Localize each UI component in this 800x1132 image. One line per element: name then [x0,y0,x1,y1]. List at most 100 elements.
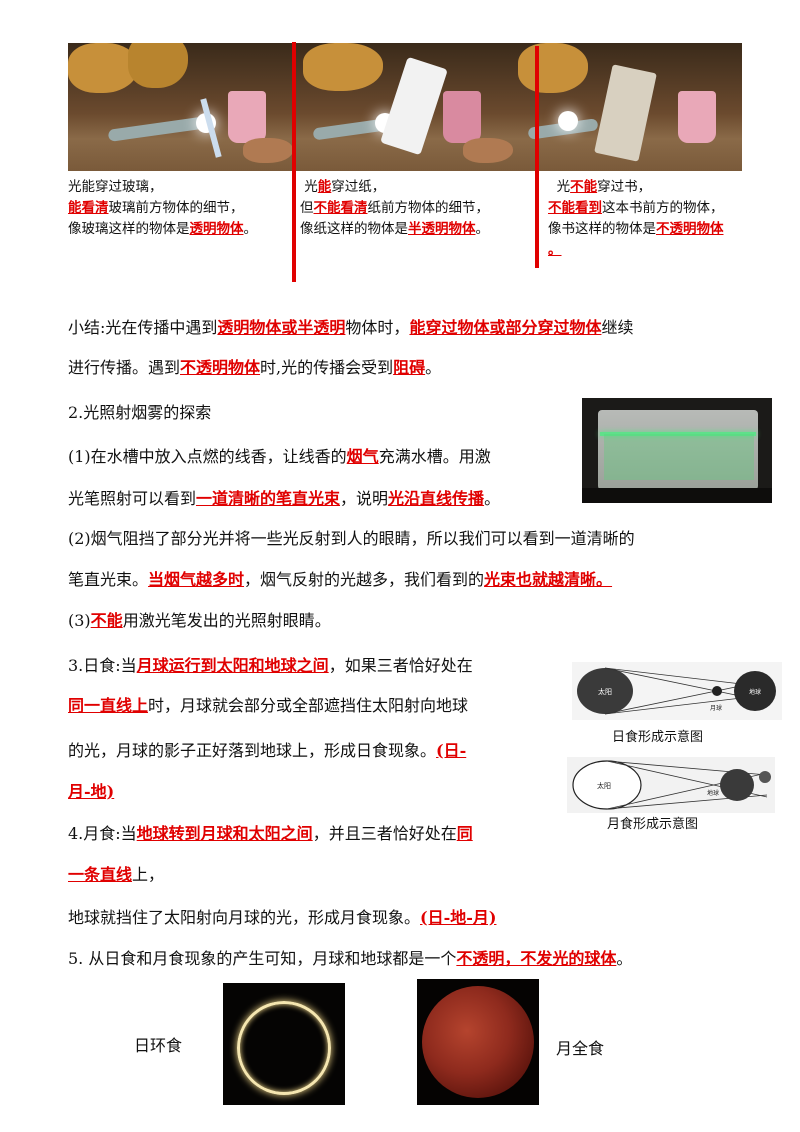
keyword: 烟气 [346,447,379,466]
text: (1)在水槽中放入点燃的线香，让线香的 [68,447,347,466]
text: ，说明 [340,489,389,508]
lunar-line-2: 一条直线上， [68,861,164,885]
caption-paper: 光能穿过纸， 但不能看清纸前方物体的细节， 像纸这样的物体是半透明物体。 [300,177,489,240]
caption-text: 玻璃前方物体的细节， [108,200,244,216]
keyword: 不透明物体 [180,358,261,377]
text: 。 [484,489,501,508]
keyword: 能穿过物体或部分穿过物体 [409,318,602,337]
photo-glass [68,43,293,171]
lunar-line-1: 4.月食:当地球转到月球和太阳之间，并且三者恰好处在同 [68,820,473,844]
keyword: 不能看清 [313,200,368,216]
text: ，如果三者恰好处在 [328,656,473,675]
caption-text: 穿过书， [597,179,652,195]
text: 小结:光在传播中遇到 [68,318,218,337]
text: 笔直光束。 [68,570,149,589]
lunar-diagram-caption: 月食形成示意图 [607,817,699,832]
divider-1 [292,42,296,282]
keyword: 透明物体 [189,221,244,237]
smoke-line-1: (1)在水槽中放入点燃的线香，让线香的烟气充满水槽。用激 [68,443,491,467]
caption-glass: 光能穿过玻璃， 能看清玻璃前方物体的细节， 像玻璃这样的物体是透明物体。 [68,177,257,240]
text: ，并且三者恰好处在 [312,824,457,843]
solar-eclipse-diagram: 太阳 月球 地球 [572,662,782,720]
text: 时，月球就会部分或全部遮挡住太阳射向地球 [148,696,469,715]
text: 的光，月球的影子正好落到地球上，形成日食现象。 [68,741,437,760]
text: 物体时， [345,318,410,337]
caption-text: 像纸这样的物体是 [300,221,408,237]
blood-moon-label: 月全食 [556,1039,605,1058]
sun-label: 太阳 [598,687,612,696]
caption-text: 像玻璃这样的物体是 [68,221,190,237]
keyword: 光沿直线传播 [388,489,485,508]
keyword: 地球转到月球和太阳之间 [136,824,313,843]
earth-shape [734,671,776,711]
keyword: 能看清 [68,200,109,216]
caption-text: 纸前方物体的细节， [367,200,490,216]
sun-label: 太阳 [597,781,611,790]
text: (3) [68,611,91,630]
smoke-line-5: (3)不能用激光笔发出的光照射眼睛。 [68,607,331,631]
photo-book [518,43,742,171]
solar-diagram-caption: 日食形成示意图 [612,730,704,745]
caption-text: 。 [243,221,258,237]
text: 进行传播。遇到 [68,358,181,377]
keyword: 半透明物体 [408,221,476,237]
lunar-line-3: 地球就挡住了太阳射向月球的光，形成月食现象。(日-地-月) [68,904,496,928]
solar-line-3: 的光，月球的影子正好落到地球上，形成日食现象。(日- [68,737,466,761]
divider-2 [535,46,539,268]
annular-eclipse-label: 日环食 [134,1036,183,1055]
text: 时,光的传播会受到 [260,358,394,377]
blood-moon-disc [422,986,534,1098]
smoke-line-4: 笔直光束。当烟气越多时，烟气反射的光越多，我们看到的光束也就越清晰。 [68,566,612,590]
text: 5. 从日食和月食现象的产生可知，月球和地球都是一个 [68,949,457,968]
text: (2)烟气阻挡了部分光并将一些光反射到人的眼睛，所以我们可以看到一道清晰的 [68,529,635,548]
keyword: 当烟气越多时 [148,570,245,589]
keyword: (日-地-月) [420,908,497,927]
section-title-smoke: 2.光照射烟雾的探索 [68,403,212,422]
conclusion-line: 5. 从日食和月食现象的产生可知，月球和地球都是一个不透明，不发光的球体。 [68,945,632,969]
caption-text: 光 [556,179,571,195]
lunar-eclipse-diagram: 太阳 地球 [567,757,775,813]
keyword: 透明物体或半透明 [217,318,346,337]
keyword: 同 [456,824,473,843]
caption-text: 。 [475,221,490,237]
summary-line-2: 进行传播。遇到不透明物体时,光的传播会受到阻碍。 [68,354,441,378]
text: 光笔照射可以看到 [68,489,197,508]
caption-text: 穿过纸， [331,179,386,195]
blood-moon-photo [417,979,539,1105]
smoke-line-2: 光笔照射可以看到一道清晰的笔直光束，说明光沿直线传播。 [68,485,500,509]
earth-label: 地球 [749,688,761,696]
caption-text: 光能穿过玻璃， [68,179,163,195]
solar-line-1: 3.日食:当月球运行到太阳和地球之间，如果三者恰好处在 [68,652,473,676]
keyword: (日- [436,741,467,760]
keyword: 不透明，不发光的球体 [456,949,617,968]
annular-eclipse-photo [223,983,345,1105]
caption-text: 这本书前方的物体， [602,200,724,216]
keyword: 月球运行到太阳和地球之间 [136,656,329,675]
lunar-diagram-svg: 太阳 地球 [567,757,775,813]
keyword: 一道清晰的笔直光束 [196,489,341,508]
text: 。 [425,358,442,377]
keyword: 不能 [90,611,123,630]
keyword: 不能看到 [548,200,602,216]
keyword: 不透明物体 [656,221,724,237]
annular-ring [237,1001,331,1095]
text: 上， [132,865,165,884]
solar-diagram-svg: 太阳 月球 地球 [572,662,782,720]
smoke-line-3: (2)烟气阻挡了部分光并将一些光反射到人的眼睛，所以我们可以看到一道清晰的 [68,525,635,549]
photo-water-tank [582,398,772,503]
text: ，烟气反射的光越多，我们看到的 [244,570,485,589]
caption-text: 但 [300,200,314,216]
keyword: 月-地) [68,782,115,801]
text: 充满水槽。用激 [378,447,491,466]
sun-shape [577,668,633,714]
text: 继续 [601,318,634,337]
keyword: 能 [317,179,332,195]
keyword: 。 [548,242,562,258]
solar-line-2: 同一直线上时，月球就会部分或全部遮挡住太阳射向地球 [68,692,468,716]
text: 3.日食:当 [68,656,137,675]
keyword: 一条直线 [68,865,133,884]
caption-book: 光不能穿过书， 不能看到这本书前方的物体， 像书这样的物体是不透明物体 。 [548,177,724,261]
text: 。 [616,949,633,968]
solar-line-4: 月-地) [68,778,114,802]
keyword: 不能 [570,179,598,195]
